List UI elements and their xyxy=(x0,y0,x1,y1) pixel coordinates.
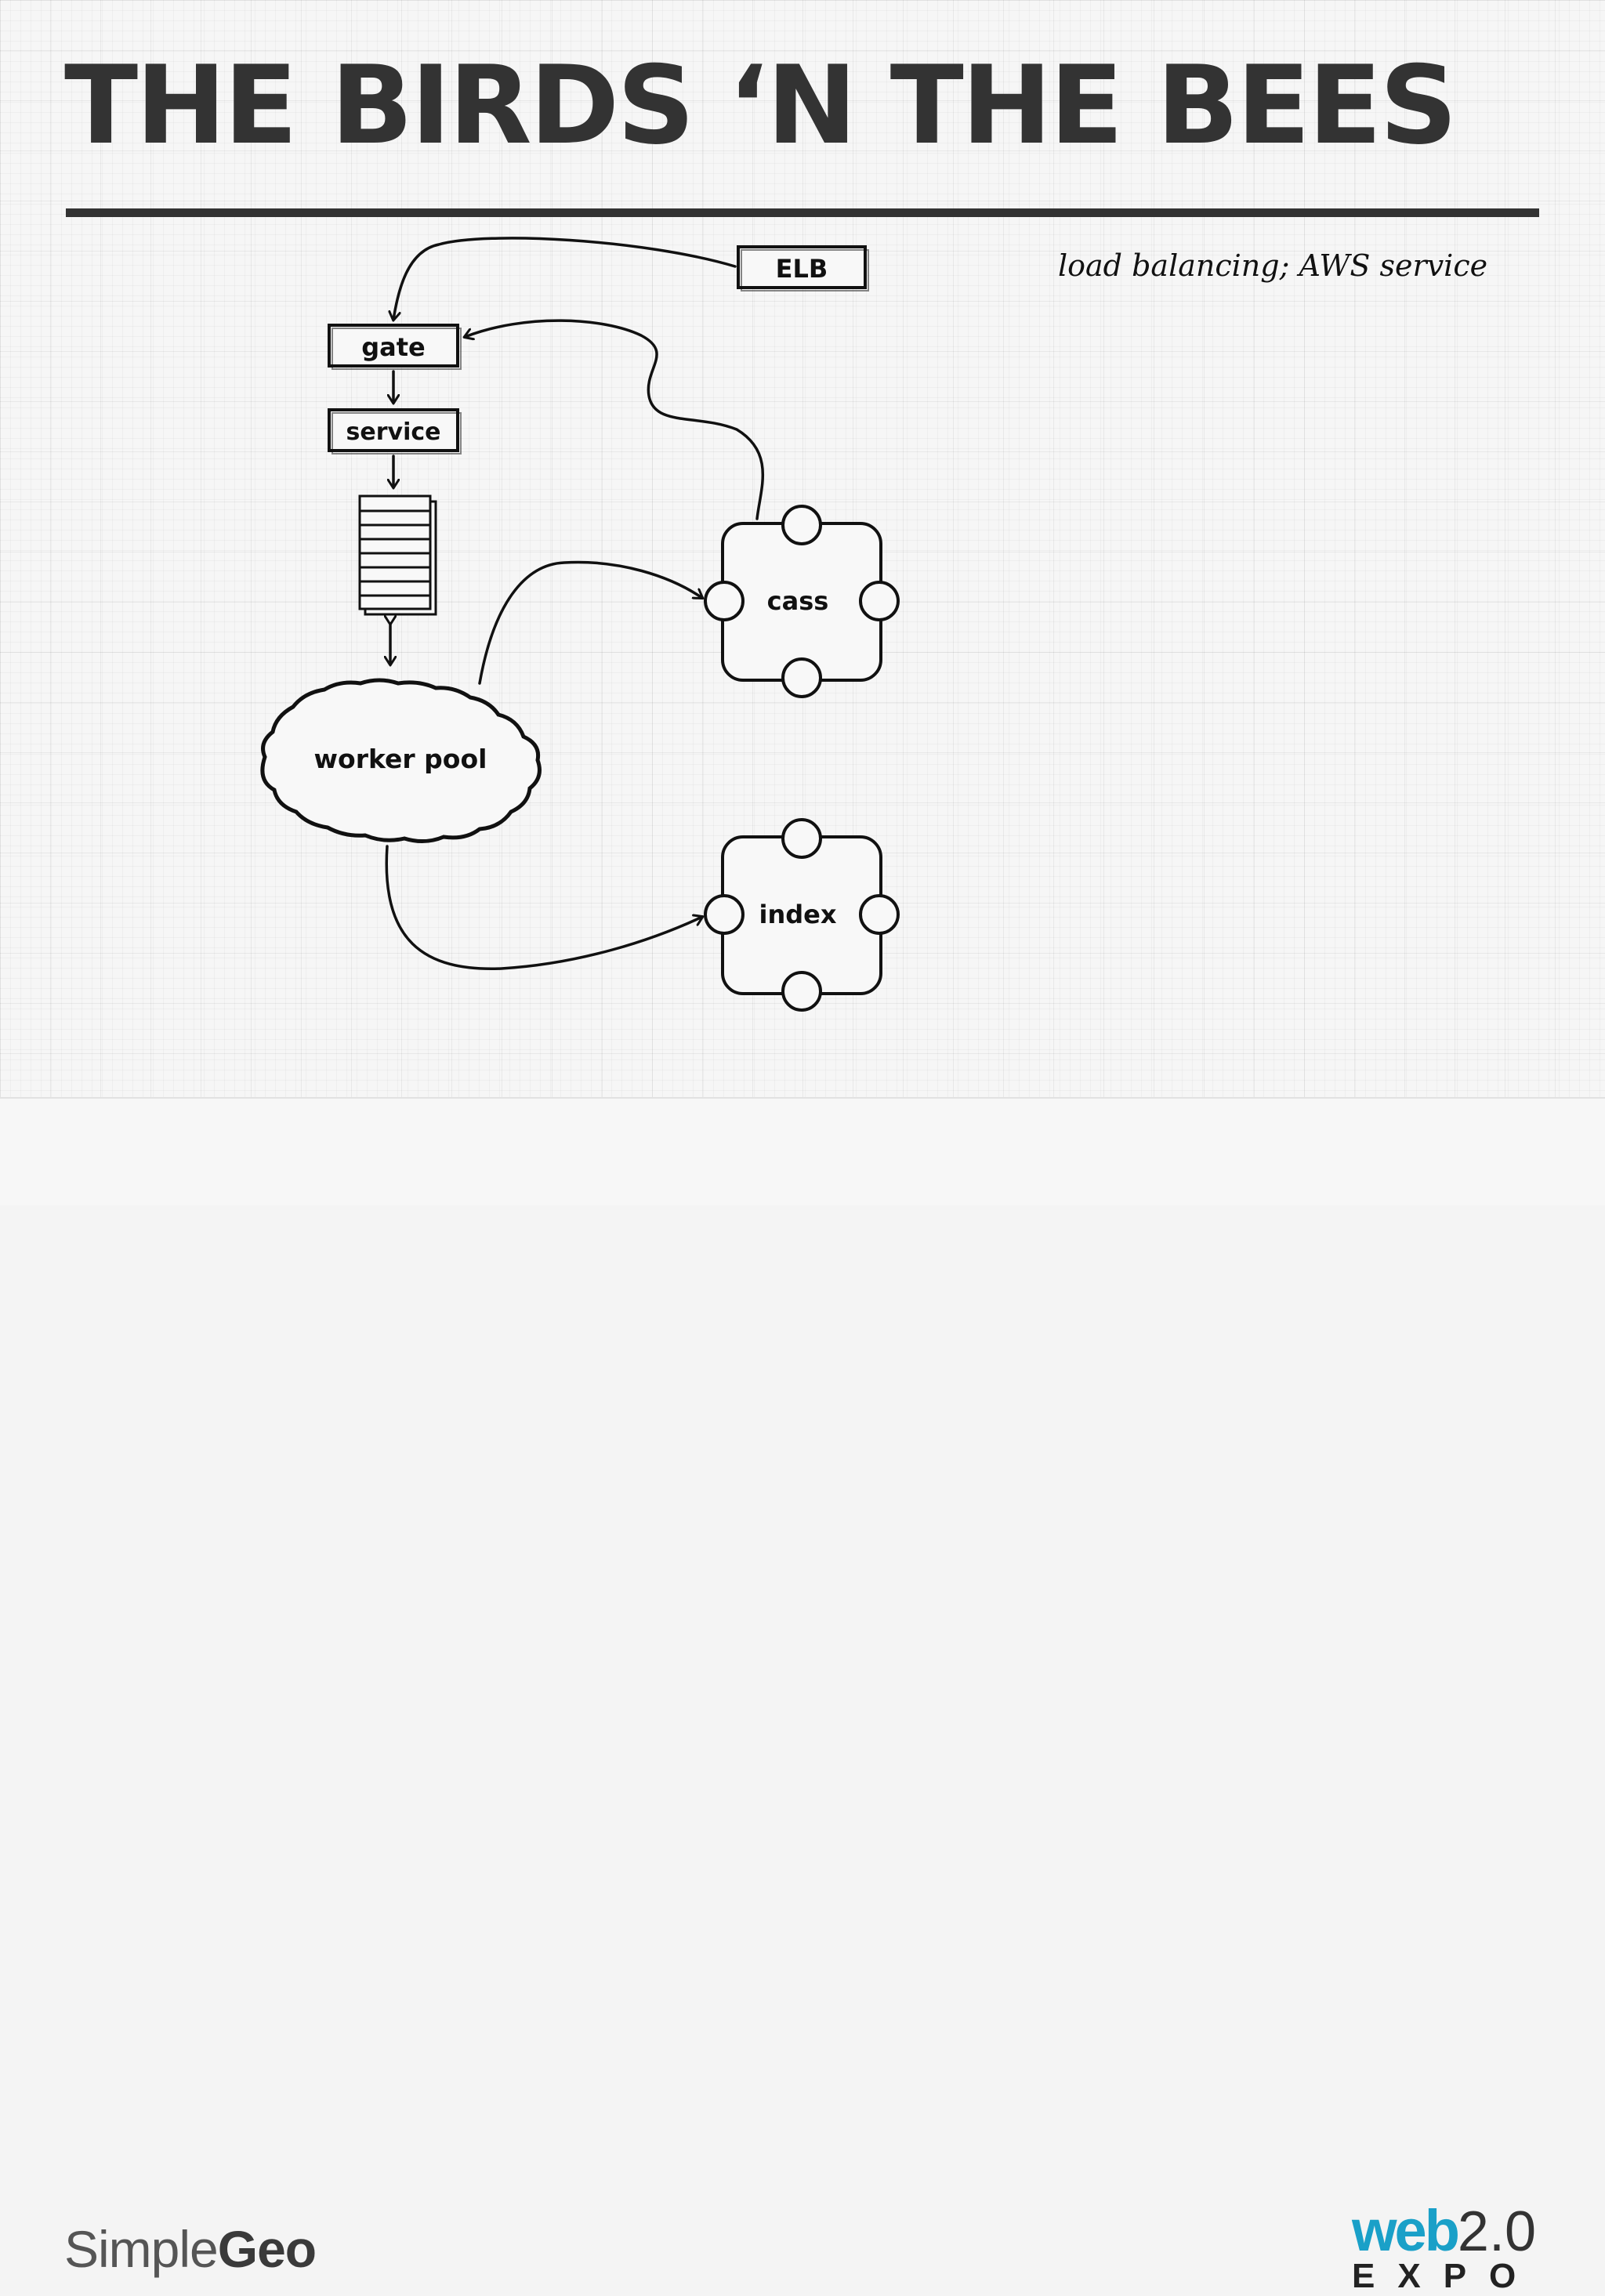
simplegeo-logo: SimpleGeo xyxy=(64,2219,317,2279)
worker-pool-label: worker pool xyxy=(314,744,487,774)
web20-logo-version: 2.0 xyxy=(1457,2200,1537,2263)
worker-to-index-arrow xyxy=(385,845,702,970)
slide-title: THE BIRDS ‘N THE BEES xyxy=(64,42,1458,168)
elb-to-gate-arrow xyxy=(393,237,737,320)
cass-node-bottom xyxy=(781,657,822,698)
title-divider xyxy=(66,208,1539,217)
web20-expo-logo: web2.0 EXPO xyxy=(1352,2202,1539,2296)
queue-stack-icon xyxy=(358,494,437,616)
index-node-right xyxy=(859,894,900,935)
service-label: service xyxy=(346,418,441,446)
cass-node-top xyxy=(781,505,822,545)
web20-logo-expo: EXPO xyxy=(1352,2257,1539,2295)
index-node-top xyxy=(781,818,822,859)
simplegeo-logo-geo: Geo xyxy=(217,2220,317,2278)
web20-logo-web: web xyxy=(1352,2198,1460,2263)
slide-canvas: THE BIRDS ‘N THE BEES load balancing; AW… xyxy=(0,0,1605,1097)
service-node: service xyxy=(328,408,462,454)
cass-to-gate-arrow xyxy=(465,319,765,520)
cass-node-left xyxy=(704,581,745,621)
cass-node-right xyxy=(859,581,900,621)
simplegeo-logo-simple: Simple xyxy=(64,2220,219,2278)
index-node-bottom xyxy=(781,971,822,1012)
cass-label: cass xyxy=(767,586,829,616)
index-cluster-node: index xyxy=(704,818,900,1012)
gate-node: gate xyxy=(328,324,462,370)
architecture-diagram: load balancing; AWS service ELB gate ser… xyxy=(260,237,1487,1012)
gate-label: gate xyxy=(361,332,426,362)
slide-footer: SimpleGeo web2.0 EXPO xyxy=(0,1097,1605,2295)
worker-to-cass-arrow xyxy=(478,560,702,685)
worker-pool-node: worker pool xyxy=(260,678,542,843)
index-node-left xyxy=(704,894,745,935)
elb-label: ELB xyxy=(776,254,828,284)
index-label: index xyxy=(759,900,837,929)
cass-cluster-node: cass xyxy=(704,505,900,698)
annotation-text: load balancing; AWS service xyxy=(1058,248,1487,283)
elb-node: ELB xyxy=(737,245,869,292)
